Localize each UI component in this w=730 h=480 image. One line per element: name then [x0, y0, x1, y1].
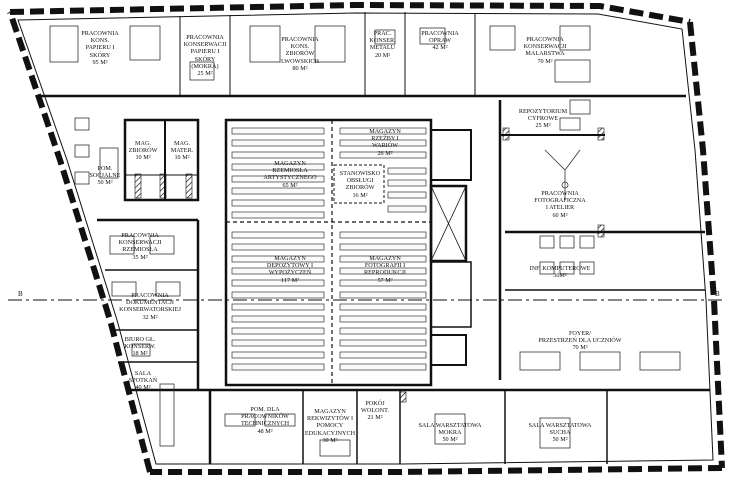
interior-walls: [38, 12, 710, 464]
structural-columns: [134, 127, 605, 403]
exterior-wall: [7, 1, 725, 475]
furniture: [49, 25, 681, 457]
axis-label-left: B: [18, 290, 23, 298]
axis-label-right: B: [715, 290, 720, 298]
shelving: [231, 127, 427, 371]
